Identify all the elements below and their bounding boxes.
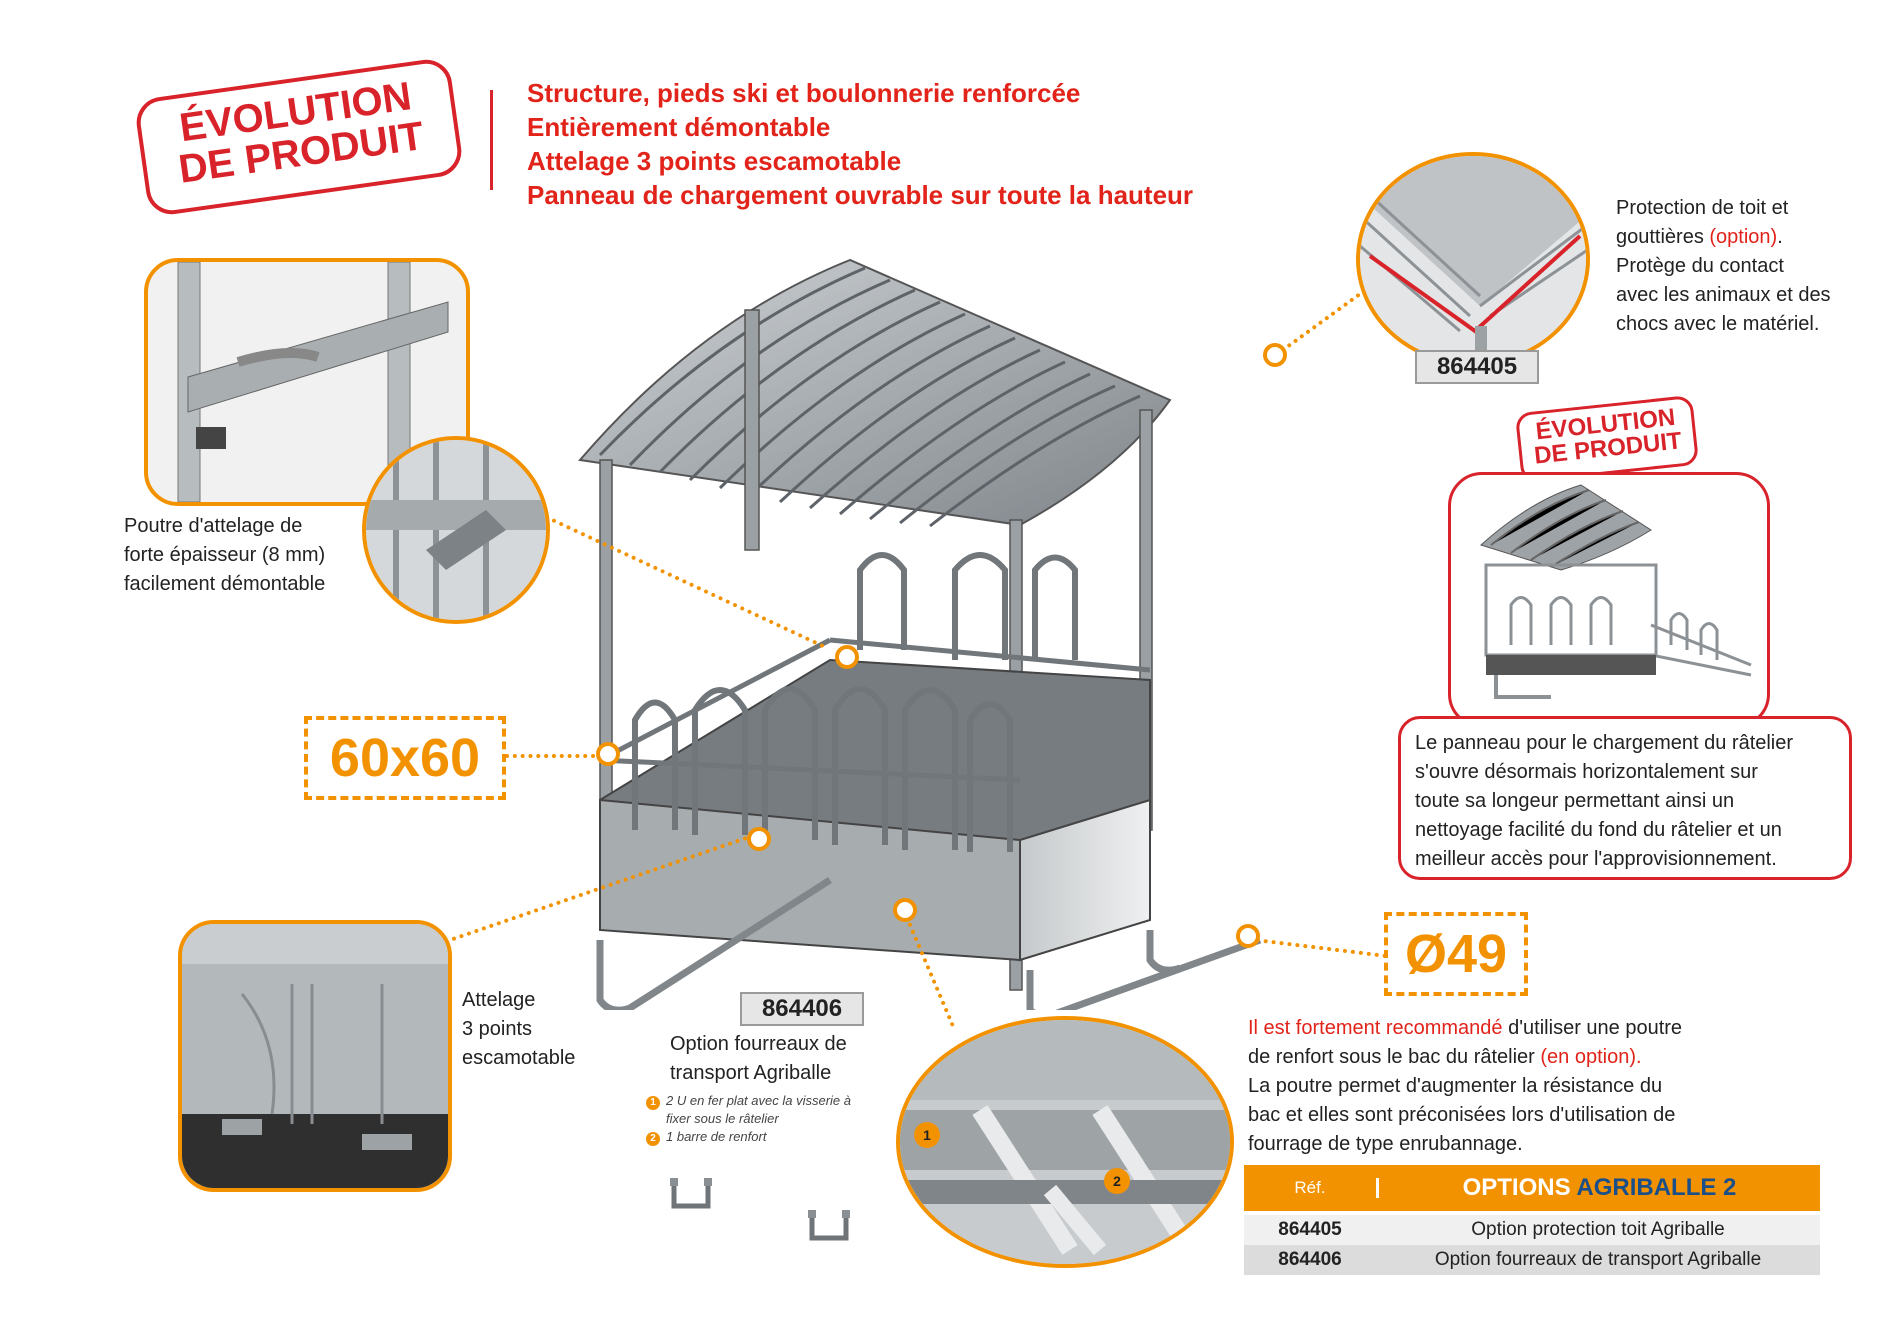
reinforce-line: de renfort sous le bac du râtelier (en o… bbox=[1248, 1043, 1808, 1072]
hitch-detail-photo bbox=[362, 436, 550, 624]
reinforcement-text: Il est fortement recommandé d'utiliser u… bbox=[1248, 1014, 1808, 1159]
table-row: 864405 Option protection toit Agriballe bbox=[1244, 1211, 1820, 1245]
item-2-text: 1 barre de renfort bbox=[666, 1129, 767, 1144]
sleeves-item-1-cont: fixer sous le râtelier bbox=[666, 1111, 779, 1126]
roof-text-line: gouttières (option). bbox=[1616, 223, 1866, 252]
three-point-line: 3 points bbox=[462, 1018, 533, 1040]
underside-detail-photo bbox=[896, 1016, 1234, 1268]
item-number-1: 1 bbox=[646, 1096, 660, 1110]
loading-panel-notice: Le panneau pour le chargement du râtelie… bbox=[1398, 716, 1852, 880]
item-number-2: 2 bbox=[646, 1132, 660, 1146]
option-highlight: (option) bbox=[1709, 226, 1778, 248]
header-title: OPTIONS AGRIBALLE 2 bbox=[1379, 1174, 1820, 1202]
u-bracket-icon bbox=[670, 1178, 712, 1209]
u-bracket-icon bbox=[808, 1210, 850, 1241]
reinforce-part: d'utiliser une poutre bbox=[1502, 1017, 1683, 1039]
loading-text-line: meilleur accès pour l'approvisionnement. bbox=[1415, 848, 1777, 870]
leader-line-tube bbox=[505, 754, 603, 758]
header-ref: Réf. bbox=[1244, 1178, 1379, 1198]
recommend-highlight: Il est fortement recommandé bbox=[1248, 1017, 1503, 1039]
row-ref: 864406 bbox=[1278, 1249, 1342, 1270]
roof-text-part: . bbox=[1777, 226, 1783, 248]
options-table: Réf. OPTIONS AGRIBALLE 2 864405 Option p… bbox=[1244, 1165, 1820, 1275]
roof-text-part: gouttières bbox=[1616, 226, 1710, 248]
headline-item: Entièrement démontable bbox=[527, 112, 831, 142]
callout-number-2: 2 bbox=[1104, 1168, 1130, 1194]
hay-rack-illustration bbox=[578, 258, 1262, 1010]
marker-3point bbox=[747, 827, 771, 851]
roof-text-line: chocs avec le matériel. bbox=[1616, 313, 1820, 335]
evolution-stamp-small: ÉVOLUTION DE PRODUIT bbox=[1514, 394, 1700, 484]
sleeves-line: Option fourreaux de bbox=[670, 1033, 847, 1055]
evolution-stamp: ÉVOLUTION DE PRODUIT bbox=[133, 56, 465, 218]
three-point-text: Attelage 3 points escamotable bbox=[462, 986, 575, 1073]
tube-dimension-label: 60x60 bbox=[304, 716, 506, 800]
headline-list: Structure, pieds ski et boulonnerie renf… bbox=[527, 76, 1193, 212]
reinforce-line: Il est fortement recommandé d'utiliser u… bbox=[1248, 1014, 1808, 1043]
hitch-beam-text: Poutre d'attelage de forte épaisseur (8 … bbox=[124, 512, 325, 599]
row-ref: 864405 bbox=[1278, 1219, 1342, 1240]
header-title-b: AGRIBALLE 2 bbox=[1576, 1174, 1737, 1201]
hitch-text-line: facilement démontable bbox=[124, 573, 326, 595]
three-point-line: escamotable bbox=[462, 1047, 576, 1069]
loading-text-line: s'ouvre désormais horizontalement sur bbox=[1415, 761, 1758, 783]
marker-hitch bbox=[835, 645, 859, 669]
marker-roof bbox=[1263, 343, 1287, 367]
diameter-dimension-label: Ø49 bbox=[1384, 912, 1528, 996]
roof-text-line: avec les animaux et des bbox=[1616, 284, 1831, 306]
three-point-line: Attelage bbox=[462, 989, 536, 1011]
reinforce-part: de renfort sous le bac du râtelier bbox=[1248, 1046, 1541, 1068]
marker-sleeve bbox=[893, 898, 917, 922]
item-1-text-a: 2 U en fer plat avec la visserie à bbox=[666, 1093, 851, 1108]
loading-text-line: toute sa longeur permettant ainsi un bbox=[1415, 790, 1735, 812]
roof-protection-text: Protection de toit et gouttières (option… bbox=[1616, 194, 1866, 339]
loading-text-line: nettoyage facilité du fond du râtelier e… bbox=[1415, 819, 1782, 841]
sleeves-line: transport Agriballe bbox=[670, 1062, 832, 1084]
option-highlight: (en option). bbox=[1540, 1046, 1642, 1068]
sleeves-item-1: 1 2 U en fer plat avec la visserie à bbox=[646, 1092, 851, 1110]
sleeves-component-list: 1 2 U en fer plat avec la visserie à fixe… bbox=[646, 1092, 851, 1146]
roof-text-line: Protège du contact bbox=[1616, 255, 1784, 277]
loading-panel-photo-box bbox=[1448, 472, 1770, 728]
roof-protection-ref: 864405 bbox=[1415, 350, 1539, 384]
roof-protection-photo bbox=[1356, 152, 1590, 366]
marker-tube bbox=[596, 742, 620, 766]
three-point-photo-box bbox=[178, 920, 452, 1192]
row-label: Option protection toit Agriballe bbox=[1471, 1219, 1725, 1240]
sleeves-item-2: 2 1 barre de renfort bbox=[646, 1128, 851, 1146]
options-table-header: Réf. OPTIONS AGRIBALLE 2 bbox=[1244, 1165, 1820, 1211]
headline-item: Attelage 3 points escamotable bbox=[527, 146, 902, 176]
reinforce-line: La poutre permet d'augmenter la résistan… bbox=[1248, 1075, 1663, 1097]
table-row: 864406 Option fourreaux de transport Agr… bbox=[1244, 1245, 1820, 1275]
hitch-text-line: forte épaisseur (8 mm) bbox=[124, 544, 326, 566]
marker-diameter bbox=[1236, 924, 1260, 948]
row-label: Option fourreaux de transport Agriballe bbox=[1434, 1249, 1762, 1270]
loading-text-line: Le panneau pour le chargement du râtelie… bbox=[1415, 732, 1794, 754]
reinforce-line: bac et elles sont préconisées lors d'uti… bbox=[1248, 1104, 1676, 1126]
transport-sleeves-text: Option fourreaux de transport Agriballe bbox=[670, 1030, 847, 1088]
reinforce-line: fourrage de type enrubannage. bbox=[1248, 1133, 1523, 1155]
transport-sleeves-ref: 864406 bbox=[740, 992, 864, 1026]
headline-item: Panneau de chargement ouvrable sur toute… bbox=[527, 180, 1194, 210]
roof-text-line: Protection de toit et bbox=[1616, 197, 1789, 219]
divider-bar bbox=[490, 90, 493, 190]
header-title-a: OPTIONS bbox=[1462, 1174, 1577, 1201]
headline-item: Structure, pieds ski et boulonnerie renf… bbox=[527, 78, 1081, 108]
callout-number-1: 1 bbox=[914, 1122, 940, 1148]
hitch-text-line: Poutre d'attelage de bbox=[124, 515, 303, 537]
